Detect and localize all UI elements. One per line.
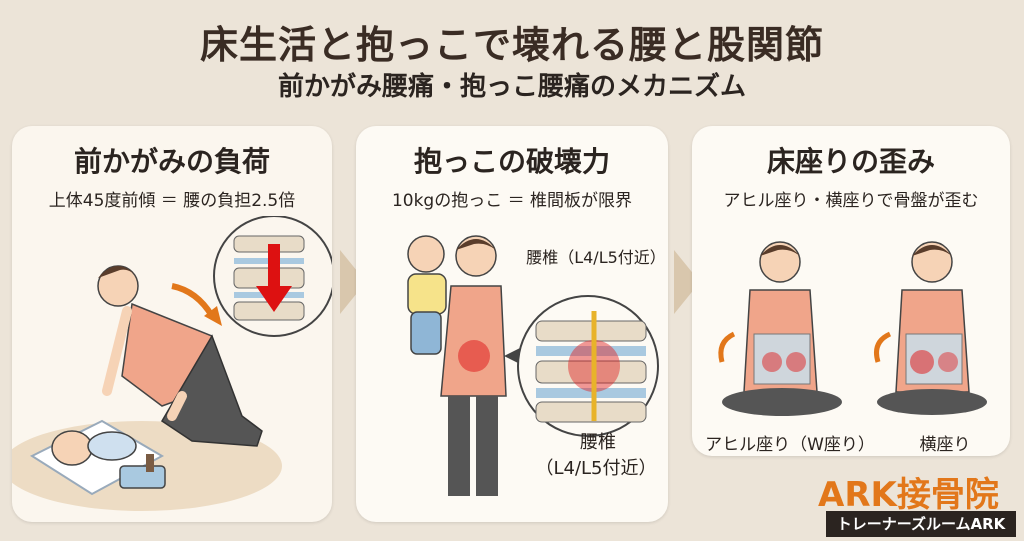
page-subtitle: 前かがみ腰痛・抱っこ腰痛のメカニズム [277, 72, 746, 102]
caption-w-sitting: アヒル座り（W座り） [705, 435, 875, 455]
panel-title: 床座りの歪み [766, 145, 935, 178]
forward-bending-illustration [12, 216, 332, 511]
panel-subtitle: 10kgの抱っこ ＝ 椎間板が限界 [391, 191, 633, 211]
page-title: 床生活と抱っこで壊れる腰と股関節 [199, 23, 824, 67]
panel-title: 抱っこの破壊力 [413, 145, 610, 178]
floor-sitting-illustration [718, 241, 987, 416]
panel-floor-sitting: 床座りの歪み アヒル座り・横座りで骨盤が歪む アヒル座り（W座り） 横座り [692, 126, 1010, 456]
panel-holding-baby: 抱っこの破壊力 10kgの抱っこ ＝ 椎間板が限界 腰椎（L4/L5付近） 腰椎… [356, 126, 668, 522]
panel-subtitle: 上体45度前傾 ＝ 腰の負担2.5倍 [48, 191, 296, 211]
lumbar-label-top: 腰椎（L4/L5付近） [526, 248, 666, 267]
brand-tagline: トレーナーズルームARK [826, 511, 1016, 537]
lumbar-label-bottom-range: （L4/L5付近） [535, 458, 657, 479]
panel-subtitle: アヒル座り・横座りで骨盤が歪む [723, 191, 979, 211]
lumbar-label-bottom: 腰椎 [580, 432, 616, 453]
caption-side-sitting: 横座り [919, 435, 971, 455]
brand-logo: ARK接骨院 [818, 475, 999, 515]
panel-title: 前かがみの負荷 [73, 145, 270, 178]
panel-forward-bending: 前かがみの負荷 上体45度前傾 ＝ 腰の負担2.5倍 [12, 126, 332, 522]
holding-baby-illustration [407, 235, 659, 496]
